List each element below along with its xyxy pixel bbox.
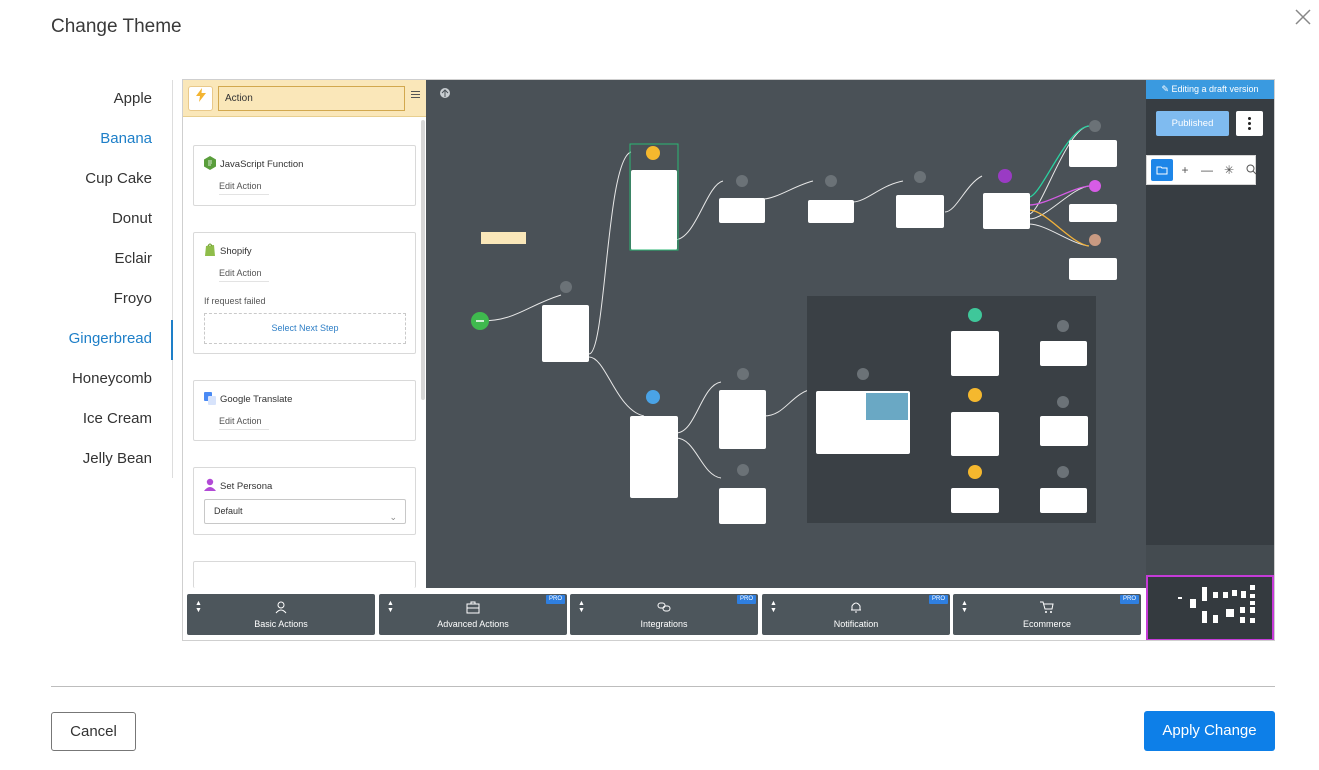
lightning-icon: [188, 86, 213, 111]
pro-badge: PRO: [928, 595, 948, 604]
edit-action-link[interactable]: Edit Action: [219, 416, 269, 430]
action-card-partial: [193, 561, 416, 588]
sort-icon: ▲▼: [961, 600, 968, 614]
theme-item-jelly-bean[interactable]: Jelly Bean: [82, 450, 152, 467]
tab-label: Notification: [833, 619, 879, 629]
zoom-in-icon[interactable]: +: [1181, 163, 1189, 177]
card-title: Google Translate: [220, 394, 293, 405]
edit-action-link[interactable]: Edit Action: [219, 268, 269, 282]
toolbox-icon: [466, 601, 480, 614]
sort-icon: ▲▼: [578, 600, 585, 614]
sort-icon: ▲▼: [387, 600, 394, 614]
search-icon[interactable]: [1240, 159, 1262, 181]
bell-icon: [851, 602, 861, 613]
fail-label: If request failed: [204, 296, 266, 306]
action-card-set-persona: Set Persona Default ⌄: [193, 467, 416, 535]
menu-icon[interactable]: [411, 91, 420, 100]
user-icon: [275, 601, 287, 614]
action-panel-header: Action: [183, 80, 427, 117]
zoom-out-icon[interactable]: —: [1201, 163, 1213, 177]
persona-select[interactable]: Default ⌄: [204, 499, 406, 524]
cancel-button[interactable]: Cancel: [51, 712, 136, 751]
theme-item-gingerbread[interactable]: Gingerbread: [40, 320, 173, 360]
select-next-step-button[interactable]: Select Next Step: [204, 313, 406, 344]
pro-badge: PRO: [736, 595, 756, 604]
tab-notification[interactable]: ▲▼ PRO Notification: [762, 594, 950, 635]
tab-label: Integrations: [640, 619, 688, 629]
apply-change-button[interactable]: Apply Change: [1144, 711, 1275, 751]
theme-item-honeycomb[interactable]: Honeycomb: [71, 370, 152, 387]
card-title: JavaScript Function: [220, 159, 304, 170]
theme-item-donut[interactable]: Donut: [111, 210, 152, 227]
shopify-icon: [205, 243, 215, 256]
magic-wand-icon[interactable]: ✳: [1223, 163, 1235, 177]
tab-basic-actions[interactable]: ▲▼ Basic Actions: [187, 594, 375, 635]
minimap-graph: [1178, 585, 1255, 623]
draft-banner-text: Editing a draft version: [1171, 84, 1259, 94]
sort-icon: ▲▼: [770, 600, 777, 614]
minimap[interactable]: [1146, 575, 1274, 640]
tab-label: Basic Actions: [254, 619, 308, 629]
tab-label: Ecommerce: [1022, 619, 1071, 629]
cart-icon: [1040, 601, 1054, 613]
card-title: Shopify: [220, 246, 252, 257]
folder-tool-button[interactable]: [1151, 159, 1173, 181]
nodejs-icon: [204, 156, 216, 170]
action-card-google-translate: Google Translate Edit Action: [193, 380, 416, 441]
theme-item-cup-cake[interactable]: Cup Cake: [85, 170, 152, 187]
footer-divider: [51, 686, 1275, 687]
minimap-header: [1146, 545, 1274, 575]
sort-icon: ▲▼: [195, 600, 202, 614]
flow-graph: [440, 88, 1117, 524]
more-options-button[interactable]: [1236, 111, 1263, 136]
action-category-tabs: ▲▼ Basic Actions ▲▼ PRO Advanced Actions…: [183, 588, 1146, 640]
canvas-toolbar: + — ✳: [1146, 155, 1256, 185]
close-icon: [1295, 9, 1311, 25]
action-panel: Action JavaScript Function Edit Action S…: [183, 80, 427, 588]
theme-item-apple[interactable]: Apple: [113, 90, 152, 107]
action-card-javascript: JavaScript Function Edit Action: [193, 145, 416, 206]
persona-select-value: Default: [214, 506, 243, 516]
folder-icon: [1156, 166, 1168, 175]
theme-item-ice-cream[interactable]: Ice Cream: [82, 410, 152, 427]
tab-ecommerce[interactable]: ▲▼ PRO Ecommerce: [953, 594, 1141, 635]
tab-integrations[interactable]: ▲▼ PRO Integrations: [570, 594, 758, 635]
theme-item-banana[interactable]: Banana: [100, 130, 152, 147]
action-card-shopify: Shopify Edit Action If request failed Se…: [193, 232, 416, 354]
theme-item-froyo[interactable]: Froyo: [113, 290, 152, 307]
edit-action-link[interactable]: Edit Action: [219, 181, 269, 195]
card-title: Set Persona: [220, 481, 273, 492]
canvas-side-panel: ✎ Editing a draft version Published + — …: [1146, 80, 1274, 640]
theme-list: Apple Banana Cup Cake Donut Eclair Froyo…: [40, 80, 173, 478]
tab-label: Advanced Actions: [437, 619, 509, 629]
flow-canvas[interactable]: [426, 80, 1146, 588]
published-button[interactable]: Published: [1156, 111, 1229, 136]
pro-badge: PRO: [1119, 595, 1139, 604]
dialog-title: Change Theme: [51, 16, 182, 37]
theme-item-eclair[interactable]: Eclair: [114, 250, 152, 267]
chevron-down-icon: ⌄: [389, 512, 397, 522]
tab-advanced-actions[interactable]: ▲▼ PRO Advanced Actions: [379, 594, 567, 635]
link-icon: [657, 602, 671, 612]
google-translate-icon: [204, 392, 216, 405]
persona-icon: [204, 478, 216, 491]
close-button[interactable]: [1292, 6, 1314, 28]
action-search-input[interactable]: Action: [218, 86, 405, 111]
pro-badge: PRO: [545, 595, 565, 604]
theme-preview: Action JavaScript Function Edit Action S…: [182, 79, 1275, 641]
scrollbar[interactable]: [421, 120, 425, 400]
draft-banner: ✎ Editing a draft version: [1146, 80, 1274, 99]
